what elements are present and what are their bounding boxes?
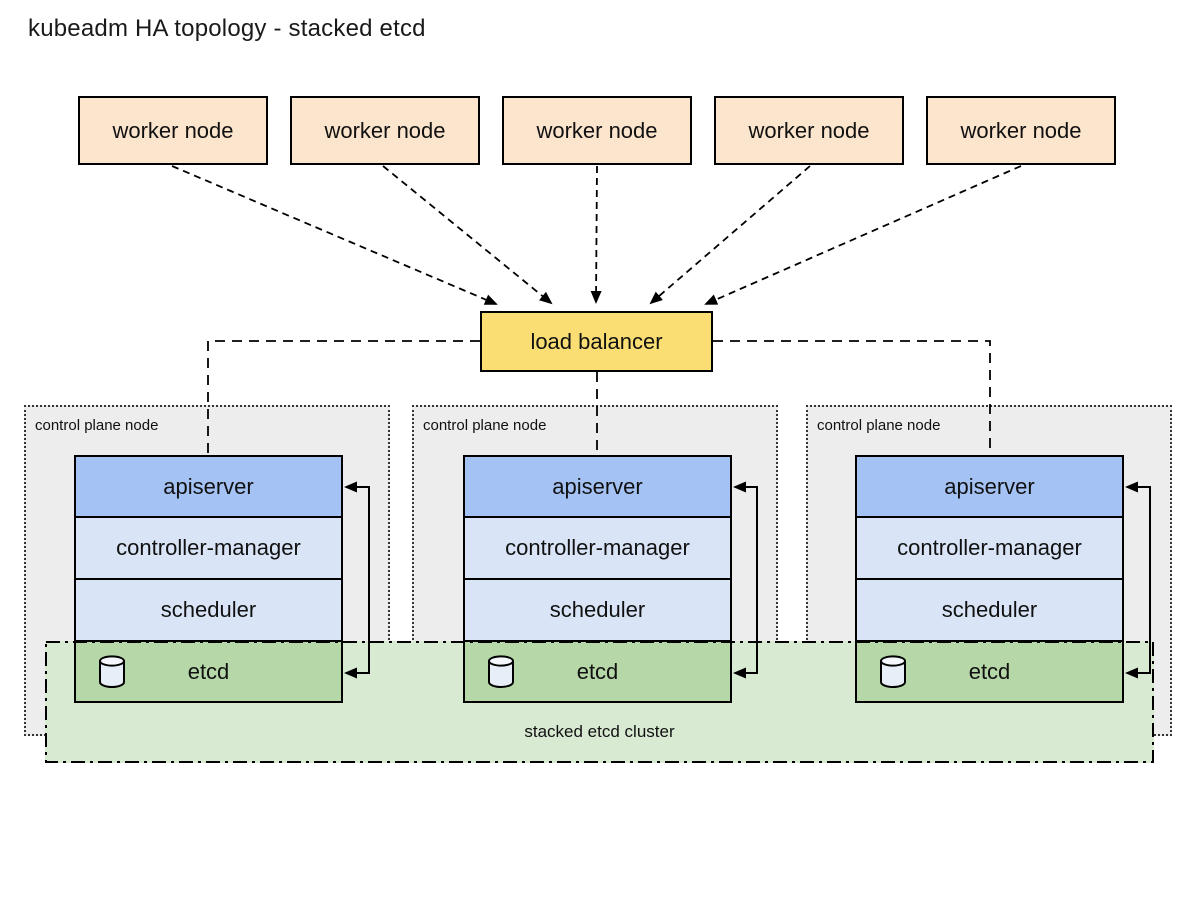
control-plane-node-label: control plane node bbox=[35, 417, 159, 434]
controller-manager-box: controller-manager bbox=[857, 516, 1122, 578]
worker-node-label: worker node bbox=[748, 117, 870, 143]
database-cylinder-icon bbox=[99, 655, 125, 688]
worker-to-lb-arrow bbox=[590, 165, 602, 304]
database-cylinder-icon bbox=[488, 655, 514, 688]
apiserver-label: apiserver bbox=[944, 473, 1035, 499]
scheduler-label: scheduler bbox=[941, 597, 1038, 622]
etcd-label: etcd bbox=[187, 658, 230, 684]
scheduler-box: scheduler bbox=[465, 578, 730, 640]
worker-node-box: worker node bbox=[502, 96, 692, 165]
etcd-box: etcd bbox=[76, 640, 341, 701]
worker-to-lb-arrow bbox=[171, 165, 498, 305]
scheduler-label: scheduler bbox=[160, 597, 257, 622]
control-plane-stack: apiserver controller-manager scheduler e… bbox=[463, 455, 732, 703]
control-plane-node-label: control plane node bbox=[817, 417, 941, 434]
worker-node-box: worker node bbox=[926, 96, 1116, 165]
worker-to-lb-arrow bbox=[649, 165, 811, 305]
control-plane-node-label: control plane node bbox=[423, 417, 547, 434]
etcd-label: etcd bbox=[576, 658, 619, 684]
control-plane-stack: apiserver controller-manager scheduler e… bbox=[855, 455, 1124, 703]
control-plane-stack: apiserver controller-manager scheduler e… bbox=[74, 455, 343, 703]
apiserver-box: apiserver bbox=[465, 457, 730, 516]
controller-manager-box: controller-manager bbox=[465, 516, 730, 578]
worker-to-lb-arrow bbox=[704, 165, 1022, 305]
apiserver-box: apiserver bbox=[76, 457, 341, 516]
worker-to-lb-arrow bbox=[382, 165, 553, 305]
etcd-box: etcd bbox=[857, 640, 1122, 701]
scheduler-box: scheduler bbox=[857, 578, 1122, 640]
controller-manager-label: controller-manager bbox=[116, 535, 301, 560]
apiserver-label: apiserver bbox=[552, 473, 643, 499]
diagram-title: kubeadm HA topology - stacked etcd bbox=[28, 15, 426, 42]
worker-node-label: worker node bbox=[112, 117, 234, 143]
controller-manager-box: controller-manager bbox=[76, 516, 341, 578]
worker-node-box: worker node bbox=[290, 96, 480, 165]
controller-manager-label: controller-manager bbox=[505, 535, 690, 560]
worker-node-label: worker node bbox=[324, 117, 446, 143]
apiserver-label: apiserver bbox=[163, 473, 254, 499]
worker-node-box: worker node bbox=[714, 96, 904, 165]
etcd-label: etcd bbox=[968, 658, 1011, 684]
database-cylinder-icon bbox=[880, 655, 906, 688]
worker-node-label: worker node bbox=[536, 117, 658, 143]
worker-node-label: worker node bbox=[960, 117, 1082, 143]
scheduler-label: scheduler bbox=[549, 597, 646, 622]
load-balancer-box: load balancer bbox=[480, 311, 713, 372]
worker-node-box: worker node bbox=[78, 96, 268, 165]
stacked-etcd-cluster-label: stacked etcd cluster bbox=[524, 722, 675, 741]
scheduler-box: scheduler bbox=[76, 578, 341, 640]
controller-manager-label: controller-manager bbox=[897, 535, 1082, 560]
etcd-box: etcd bbox=[465, 640, 730, 701]
load-balancer-label: load balancer bbox=[530, 328, 663, 354]
apiserver-box: apiserver bbox=[857, 457, 1122, 516]
